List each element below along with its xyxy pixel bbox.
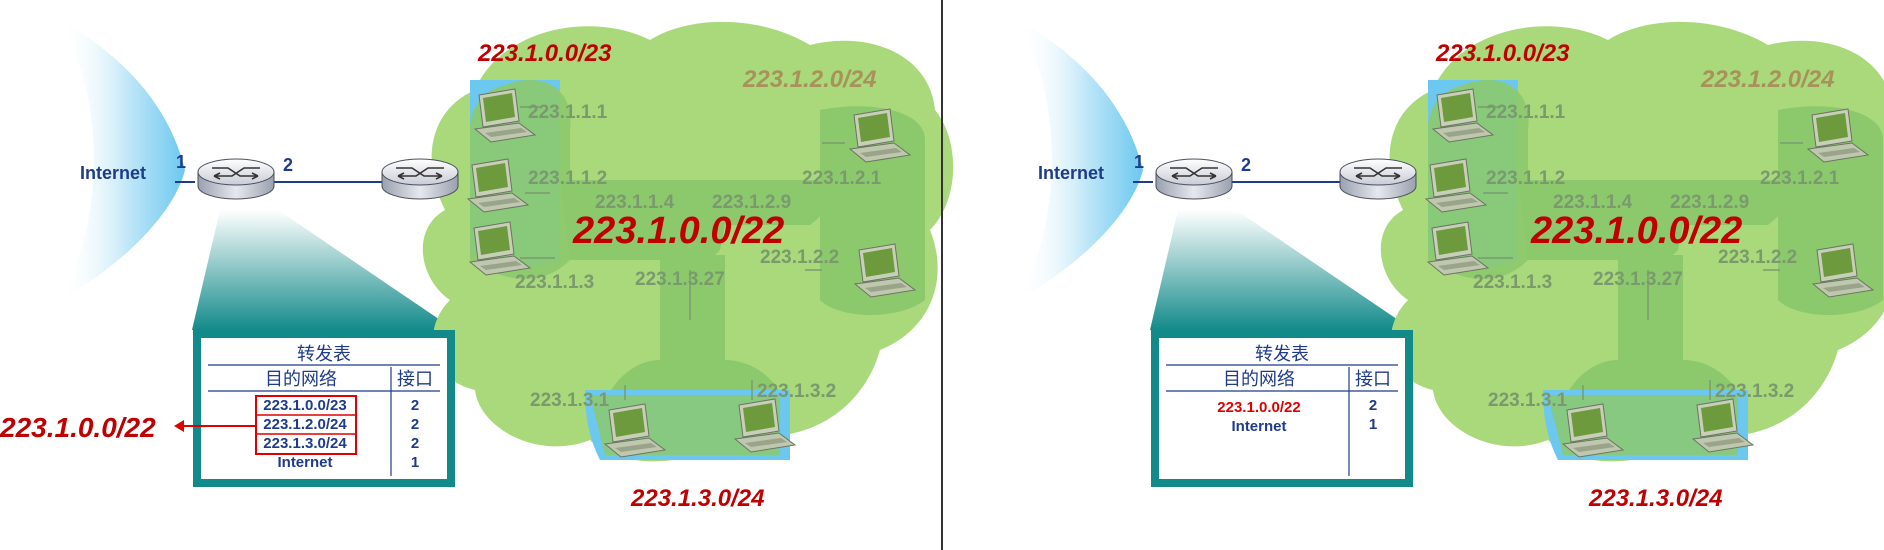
table-title: 转发表 [1255,344,1309,364]
host-ip-label: 223.1.3.2 [757,381,836,402]
host-ip-label: 223.1.1.4 [595,192,675,213]
table-cell-iface: 1 [411,454,419,471]
table-cell-iface: 2 [411,435,419,452]
host-ip-label: 223.1.1.1 [528,102,608,123]
iface-2-label: 2 [283,155,293,175]
aggregate-label: 223.1.0.0/22 [1530,210,1742,252]
table-row: 223.1.0.0/23 [263,397,346,414]
subnet-223-1-2-0-24 [1778,106,1883,315]
host-ip-label: 223.1.3.27 [635,269,725,290]
internet-label: Internet [80,163,146,183]
forwarding-table: 转发表 目的网络 接口 223.1.0.0/23 2 223.1.2.0/24 … [193,330,455,487]
router-edge [1155,158,1233,200]
table-row: 223.1.2.0/24 [263,416,347,433]
table-row: 223.1.0.0/22 [1217,399,1300,416]
internet-cloud [1018,20,1143,300]
table-row: Internet [1231,418,1286,435]
forwarding-table: 转发表 目的网络 接口 223.1.0.0/22 2 Internet 1 [1151,330,1413,487]
panel-left: Internet [0,20,954,512]
host-ip-label: 223.1.3.27 [1593,269,1683,290]
callout-label: 223.1.0.0/22 [0,412,156,443]
host-ip-label: 223.1.3.2 [1715,381,1794,402]
subnet-label-c: 223.1.3.0/24 [1588,485,1722,512]
subnet-label-c: 223.1.3.0/24 [630,485,764,512]
panel-right: Internet 1 2 223.1.1.1 223.1.1.2 [1018,20,1884,512]
host-ip-label: 223.1.2.2 [760,247,839,268]
host-ip-label: 223.1.2.2 [1718,247,1797,268]
table-funnel [1150,210,1413,330]
subnet-label-b: 223.1.2.0/24 [1700,66,1834,93]
host-ip-label: 223.1.1.4 [1553,192,1633,213]
router-org [1339,158,1417,200]
table-funnel [192,210,455,330]
table-cell-iface: 2 [1369,397,1377,414]
table-header-dest: 目的网络 [265,369,337,389]
host-ip-label: 223.1.2.1 [802,168,882,189]
subnet-label-a: 223.1.0.0/23 [1435,40,1570,67]
iface-1-label: 1 [176,152,186,172]
aggregate-label: 223.1.0.0/22 [572,210,784,252]
table-header-dest: 目的网络 [1223,369,1295,389]
internet-cloud [60,20,185,300]
host-ip-label: 223.1.2.9 [1670,192,1749,213]
subnet-223-1-2-0-24 [820,106,925,315]
router-org [381,158,459,200]
host-ip-label: 223.1.2.9 [712,192,791,213]
table-cell-iface: 2 [411,397,419,414]
host-ip-label: 223.1.1.2 [1486,168,1565,189]
iface-1-label: 1 [1134,152,1144,172]
internet-label: Internet [1038,163,1104,183]
host-ip-label: 223.1.3.1 [1488,390,1568,411]
host-ip-label: 223.1.3.1 [530,390,610,411]
table-header-iface: 接口 [397,369,433,389]
table-title: 转发表 [297,344,351,364]
router-edge [197,158,275,200]
table-row: 223.1.3.0/24 [263,435,347,452]
table-header-iface: 接口 [1355,369,1391,389]
table-cell-iface: 2 [411,416,419,433]
host-ip-label: 223.1.2.1 [1760,168,1840,189]
table-row: Internet [277,454,332,471]
host-ip-label: 223.1.1.3 [1473,272,1552,293]
host-ip-label: 223.1.1.1 [1486,102,1566,123]
subnet-label-b: 223.1.2.0/24 [742,66,876,93]
host-ip-label: 223.1.1.3 [515,272,594,293]
iface-2-label: 2 [1241,155,1251,175]
host-ip-label: 223.1.1.2 [528,168,607,189]
table-cell-iface: 1 [1369,416,1377,433]
subnet-label-a: 223.1.0.0/23 [477,40,612,67]
